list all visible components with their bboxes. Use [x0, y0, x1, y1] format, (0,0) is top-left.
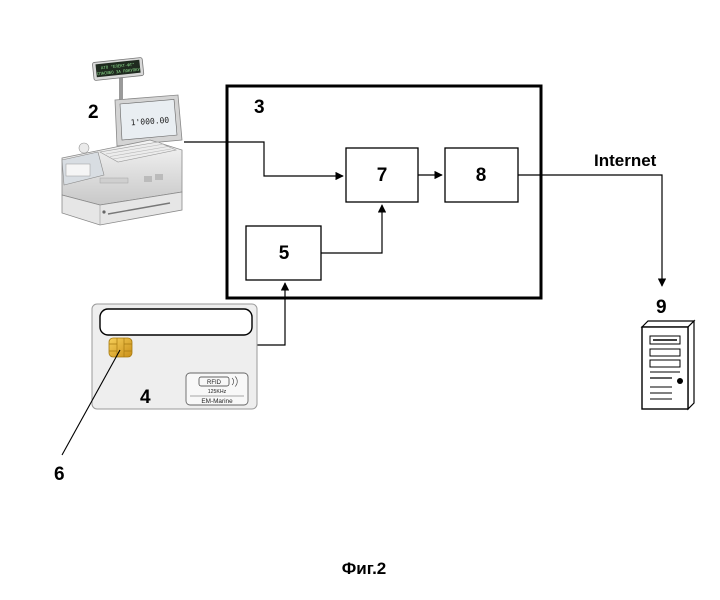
label-transmitter: 8 [476, 165, 487, 186]
arrow-8-to-server [518, 174, 667, 287]
internet-label: Internet [594, 151, 657, 170]
rfid-badge: RFID 125KHz EM-Marine [185, 372, 249, 406]
display-line-1: АТО "ЕЛЕКТ-ФТ" [101, 62, 135, 70]
customer-display: АТО "ЕЛЕКТ-ФТ" СПАСИБО ЗА ПОКУПКУ [92, 57, 145, 81]
operator-monitor: 1'000.00 [114, 94, 183, 152]
display-line-2: СПАСИБО ЗА ПОКУПКУ [97, 67, 141, 77]
label-card: 4 [140, 387, 151, 408]
rfid-card: RFID 125KHz EM-Marine [91, 303, 258, 410]
cash-register-illustration: АТО "ЕЛЕКТ-ФТ" СПАСИБО ЗА ПОКУПКУ 1'000.… [61, 57, 183, 226]
server-tower-icon [640, 319, 696, 411]
system-block-3 [225, 84, 543, 300]
arrow-register-to-7 [184, 141, 344, 181]
chip-icon [108, 337, 133, 358]
rfid-title: RFID [207, 380, 222, 386]
card-stripe [99, 308, 253, 336]
rfid-frequency: 125KHz [208, 389, 227, 395]
block-7 [345, 147, 419, 203]
screen-amount: 1'000.00 [130, 116, 169, 128]
chip-leader-line [61, 349, 121, 456]
label-system: 3 [254, 97, 265, 118]
label-chip: 6 [54, 464, 65, 485]
label-processor: 7 [377, 165, 388, 186]
block-5 [245, 225, 322, 281]
label-server: 9 [656, 297, 667, 318]
label-reader: 5 [279, 243, 290, 264]
figure-caption: Фиг.2 [342, 559, 387, 578]
label-cash-register: 2 [88, 102, 99, 123]
arrow-5-to-7 [321, 204, 387, 254]
rfid-brand: EM-Marine [201, 398, 233, 405]
